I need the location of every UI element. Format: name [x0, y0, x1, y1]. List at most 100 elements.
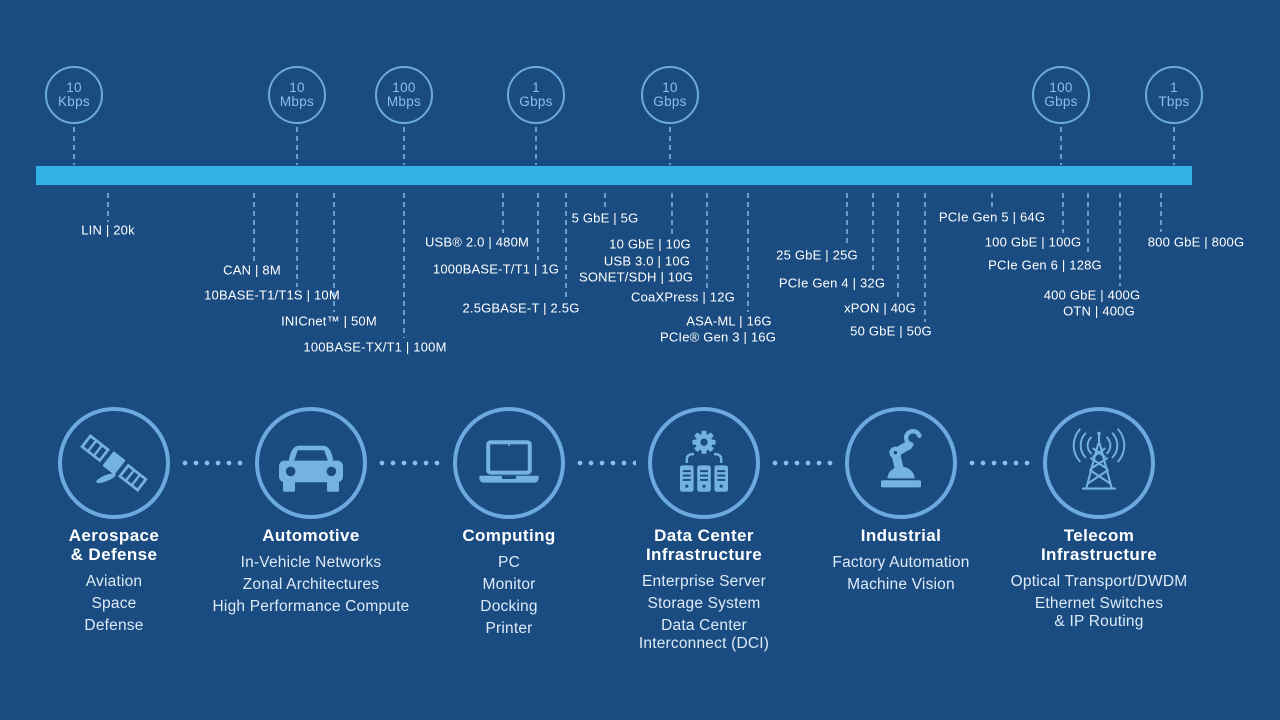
protocol-label: PCIe Gen 6 | 128G — [988, 257, 1102, 273]
protocol-label: xPON | 40G — [844, 300, 916, 316]
protocol-label: USB® 2.0 | 480M — [424, 234, 530, 250]
protocol-dash-line — [747, 193, 749, 312]
industry-item: Docking — [480, 598, 538, 615]
satellite-icon — [80, 434, 148, 492]
industry-circle — [255, 407, 367, 519]
protocol-dash-line — [565, 193, 567, 299]
speed-marker-unit: Gbps — [1044, 94, 1078, 109]
industry-circle — [58, 407, 170, 519]
radio-tower-icon — [1072, 428, 1126, 490]
industry-heading: Industrial — [778, 526, 1024, 545]
server-gear-icon — [680, 430, 728, 492]
industry-item: Defense — [84, 617, 144, 634]
protocol-dash-line — [1160, 193, 1162, 232]
industry-item: PC — [498, 554, 520, 571]
industry-heading-line: Infrastructure — [645, 545, 763, 564]
protocol-dash-line — [502, 193, 504, 233]
dotted-connector — [969, 460, 1031, 466]
industry-heading: Computing — [386, 526, 632, 545]
protocol-label: PCIe Gen 4 | 32G — [778, 275, 886, 291]
speed-marker-value: 10 — [66, 80, 82, 95]
speed-marker-unit: Kbps — [58, 94, 90, 109]
industry-item: Zonal Architectures — [242, 576, 380, 593]
protocol-dash-line — [872, 193, 874, 274]
protocol-dash-line — [403, 193, 405, 338]
protocol-dash-line — [107, 193, 109, 222]
speed-marker-value: 10 — [289, 80, 305, 95]
protocol-label: USB 3.0 | 10G — [603, 253, 691, 269]
protocol-dash-line — [1062, 193, 1064, 233]
industry-circle — [1043, 407, 1155, 519]
protocol-label: INICnet™ | 50M — [281, 313, 377, 329]
protocol-label: 100BASE-TX/T1 | 100M — [303, 339, 447, 355]
industry-item: Printer — [485, 620, 533, 637]
marker-dash-line — [296, 127, 298, 165]
protocol-label: OTN | 400G — [1063, 303, 1135, 319]
protocol-dash-line — [296, 193, 298, 287]
speed-marker-unit: Mbps — [279, 94, 315, 109]
industry-item: Enterprise Server — [641, 573, 766, 590]
industry-item: Ethernet Switches & IP Routing — [1034, 595, 1164, 630]
protocol-dash-line — [604, 193, 606, 209]
speed-marker-value: 1 — [532, 80, 540, 95]
laptop-icon — [479, 440, 539, 483]
dotted-connector — [577, 460, 636, 466]
industry-item: In-Vehicle Networks — [240, 554, 382, 571]
protocol-label: CoaXPress | 12G — [631, 289, 735, 305]
protocol-label: 10 GbE | 10G — [609, 236, 691, 252]
speed-marker-value: 10 — [662, 80, 678, 95]
protocol-dash-line — [924, 193, 926, 322]
protocol-label: 400 GbE | 400G — [1043, 287, 1141, 303]
industry-item: Aviation — [85, 573, 143, 590]
industry-item: Optical Transport/DWDM — [1010, 573, 1188, 590]
protocol-dash-line — [1087, 193, 1089, 256]
industry-heading: Automotive — [188, 526, 434, 545]
marker-dash-line — [1060, 127, 1062, 165]
protocol-label: 10BASE-T1/T1S | 10M — [204, 287, 340, 303]
speed-marker-unit: Tbps — [1158, 94, 1190, 109]
bandwidth-bar — [36, 166, 1192, 185]
speed-marker-unit: Mbps — [386, 94, 422, 109]
industry-item: Data Center Interconnect (DCI) — [638, 617, 770, 652]
industry-item: Space — [91, 595, 137, 612]
protocol-label: 2.5GBASE-T | 2.5G — [462, 300, 580, 316]
industry-heading-line: & Defense — [70, 545, 158, 564]
protocol-dash-line — [253, 193, 255, 261]
speed-marker-unit: Gbps — [653, 94, 687, 109]
protocol-label: PCIe Gen 5 | 64G — [938, 209, 1046, 225]
industry-heading-line: Aerospace — [68, 526, 160, 545]
dotted-connector — [182, 460, 243, 466]
protocol-dash-line — [333, 193, 335, 312]
industry-item: High Performance Compute — [212, 598, 410, 615]
car-icon — [279, 445, 343, 492]
industry-heading-line: Data Center — [654, 526, 754, 545]
industry-item: Factory Automation — [832, 554, 970, 571]
protocol-dash-line — [671, 193, 673, 235]
industry-circle — [453, 407, 565, 519]
dotted-connector — [772, 460, 833, 466]
industry-heading-line: Computing — [462, 526, 556, 545]
marker-dash-line — [403, 127, 405, 165]
protocol-dash-line — [991, 193, 993, 208]
protocol-dash-line — [706, 193, 708, 288]
